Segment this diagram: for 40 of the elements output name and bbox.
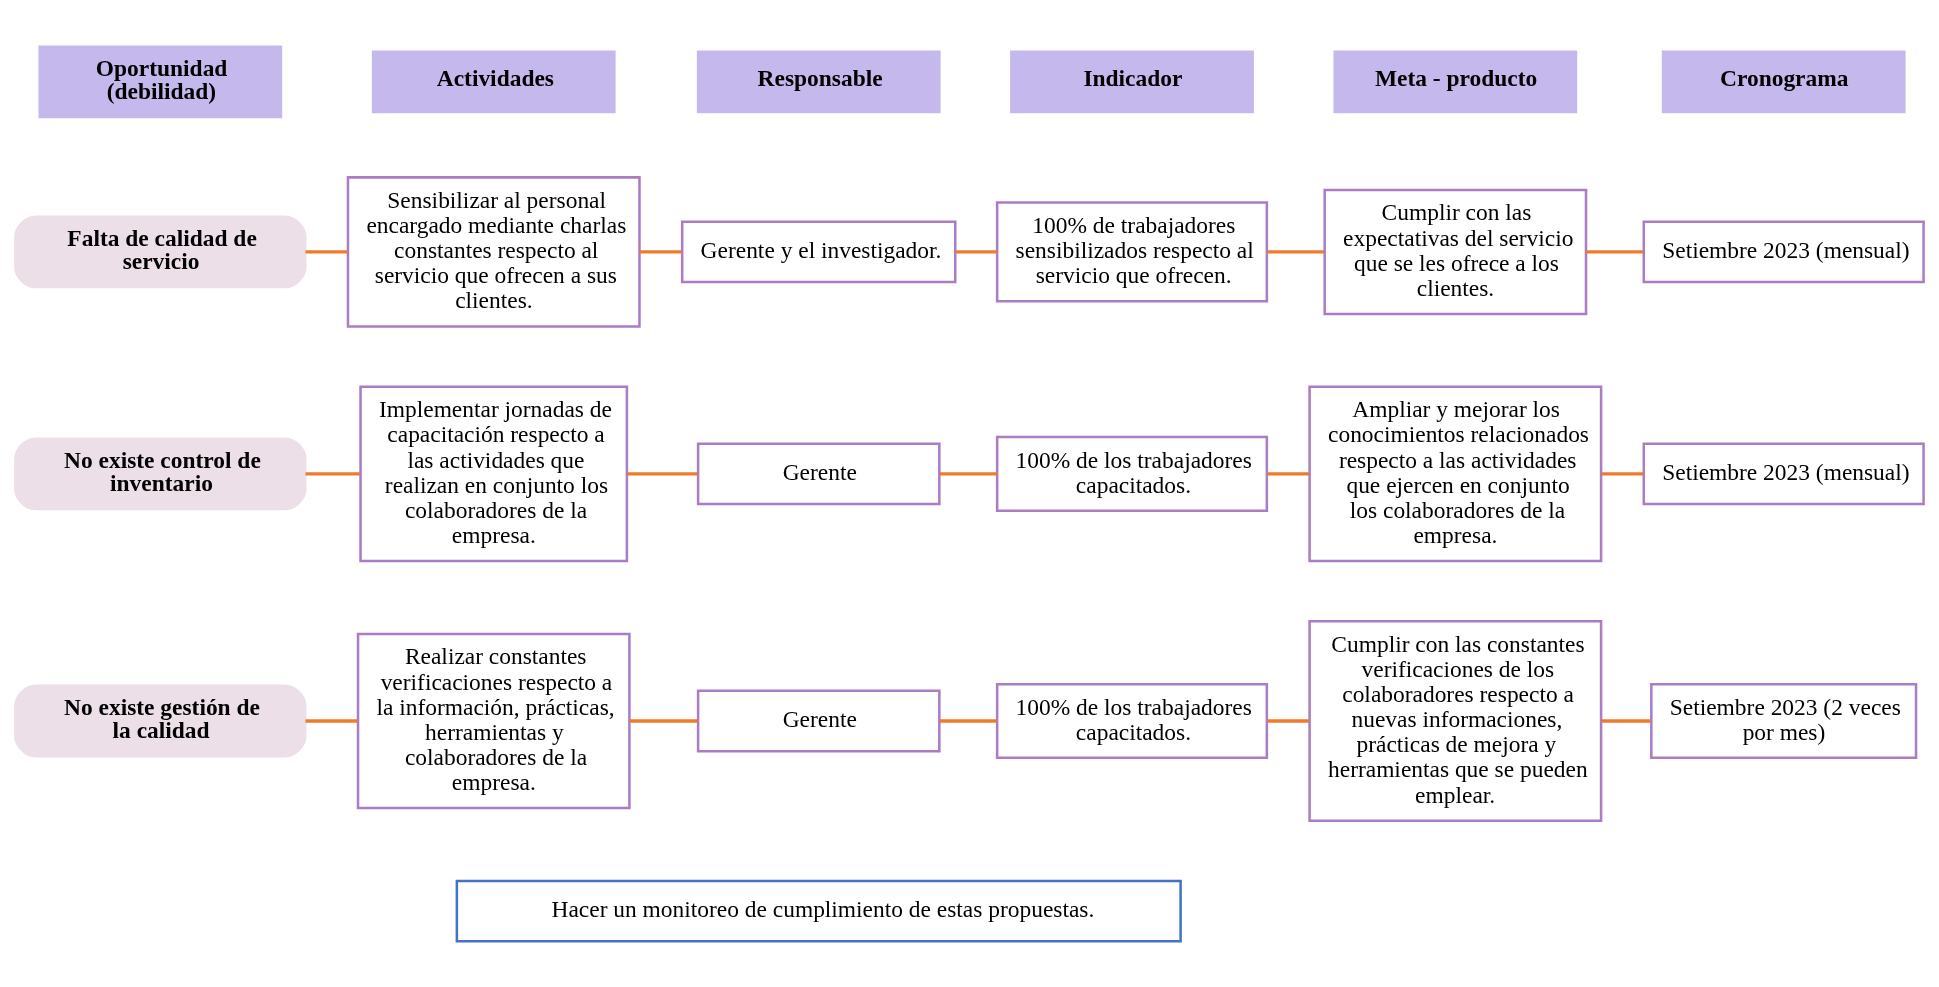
node-box: Setiembre 2023 (mensual) xyxy=(1642,220,1925,283)
node-box: Sensibilizar al personal encargado mediante charlas constantes respecto al servicio que ofrecen a sus clientes. xyxy=(346,175,641,328)
node-box: Oportunidad (debilidad) xyxy=(38,44,283,118)
node-box: Realizar constantes verificaciones respecto a la información, prácticas, herramientas y colaboradores de la empresa. xyxy=(356,632,631,809)
connector xyxy=(305,471,360,476)
connector xyxy=(305,249,348,254)
connector xyxy=(305,718,358,723)
node-box: Meta - producto xyxy=(1333,49,1578,113)
node-box: Gerente y el investigador. xyxy=(680,220,957,283)
node-box: 100% de los trabajadores capacitados. xyxy=(995,682,1269,759)
node-box: Cumplir con las expectativas del servicio que se les ofrece a los clientes. xyxy=(1323,188,1588,315)
node-box: Gerente xyxy=(696,442,941,505)
node-box: Setiembre 2023 (2 veces por mes) xyxy=(1650,682,1918,759)
node-box: Ampliar y mejorar los conocimientos relacionados respecto a las actividades que ejercen en conjunto los colaboradores de la empresa. xyxy=(1308,385,1603,562)
node-box: No existe control de inventario xyxy=(14,436,307,510)
node-box: Hacer un monitoreo de cumplimiento de estas propuestas. xyxy=(455,879,1182,943)
connector xyxy=(1267,718,1310,723)
node-box: Cronograma xyxy=(1661,49,1906,113)
node-box: Actividades xyxy=(371,49,616,113)
connector xyxy=(955,249,998,254)
node-box: Gerente xyxy=(696,689,941,752)
node-box: Responsable xyxy=(696,49,941,113)
connector xyxy=(1267,249,1325,254)
node-box: 100% de los trabajadores capacitados. xyxy=(995,435,1269,512)
node-box: Indicador xyxy=(1010,49,1254,113)
connector xyxy=(939,471,997,476)
connector xyxy=(639,249,682,254)
node-box: Setiembre 2023 (mensual) xyxy=(1642,442,1925,505)
connector xyxy=(629,718,698,723)
node-box: Falta de calidad de servicio xyxy=(14,215,307,288)
connector xyxy=(1601,718,1651,723)
node-box: 100% de trabajadores sensibilizados respecto al servicio que ofrecen. xyxy=(995,200,1269,303)
connector xyxy=(1267,471,1310,476)
connector xyxy=(1586,249,1644,254)
node-box: Cumplir con las constantes verificaciones de los colaboradores respecto a nuevas informaciones, prácticas de mejora y herramientas que se pueden emplear. xyxy=(1308,619,1603,822)
connector xyxy=(1601,471,1644,476)
node-box: No existe gestión de la calidad xyxy=(14,684,307,757)
connector xyxy=(627,471,698,476)
node-box: Implementar jornadas de capacitación respecto a las actividades que realizan en conjunto los colaboradores de la empresa. xyxy=(359,385,629,562)
connector xyxy=(939,718,997,723)
